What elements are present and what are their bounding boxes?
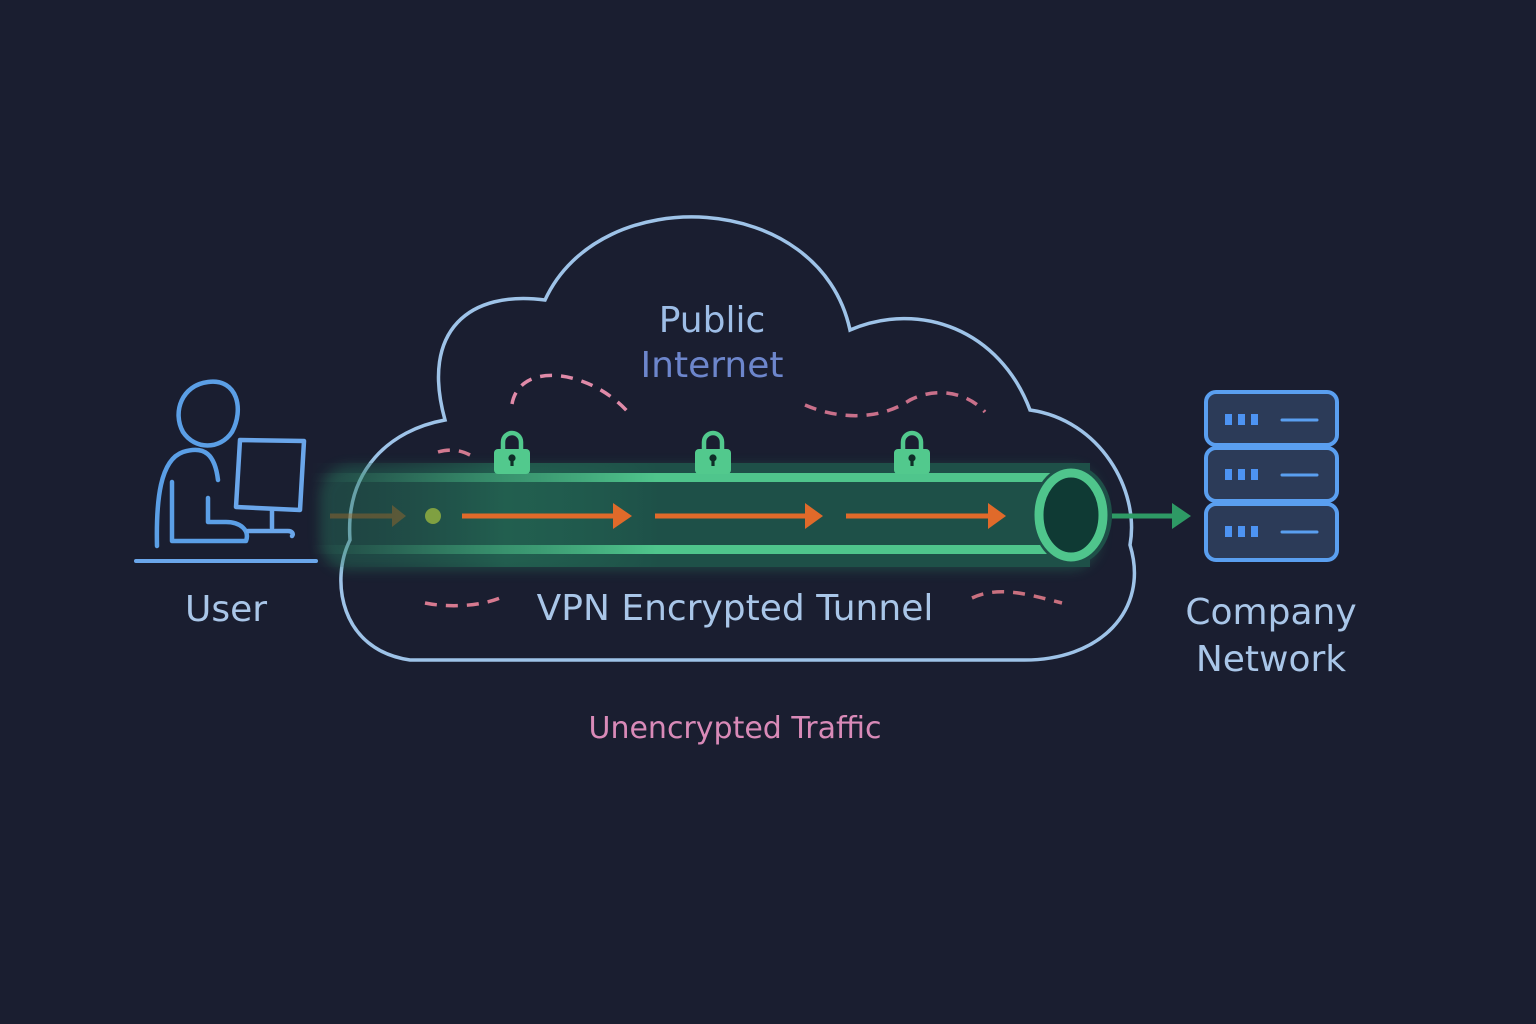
company-label-line2: Network: [1196, 639, 1346, 680]
unencrypted-path-4: [424, 596, 501, 608]
tunnel-bottom-edge: [310, 545, 1080, 554]
unencrypted-traffic-label: Unencrypted Traffic: [589, 711, 882, 746]
monitor-stand: [245, 507, 296, 539]
tunnel-opening: [1034, 468, 1108, 562]
data-arrow-1: [462, 503, 632, 529]
cloud-label-internet: Internet: [641, 345, 784, 386]
data-arrow-2: [655, 503, 823, 529]
encryption-locks: [494, 430, 930, 474]
data-packet-dot: [425, 508, 441, 524]
padlock-icon: [494, 430, 530, 474]
padlock-icon: [894, 430, 930, 474]
unencrypted-path-3: [437, 448, 471, 457]
user-head: [176, 379, 241, 448]
unencrypted-traffic-paths: [424, 373, 1063, 608]
user-torso: [169, 479, 250, 544]
user-at-computer-icon: [134, 379, 318, 563]
data-flow-arrows: [330, 503, 1006, 529]
company-label-line1: Company: [1185, 592, 1356, 633]
monitor: [233, 437, 307, 513]
server-unit-2: [1204, 446, 1339, 503]
tunnel-label: VPN Encrypted Tunnel: [537, 588, 934, 629]
cloud-label-public: Public: [659, 300, 766, 341]
data-arrow-faded: [330, 505, 406, 527]
padlock-icon: [695, 430, 731, 474]
user-body: [154, 447, 221, 549]
user-label: User: [185, 589, 267, 630]
data-arrow-3: [846, 503, 1006, 529]
server-unit-3: [1204, 502, 1339, 562]
unencrypted-path-1: [510, 373, 630, 414]
tunnel-top-edge: [310, 473, 1080, 482]
server-stack-icon: [1204, 390, 1339, 562]
unencrypted-path-2: [804, 391, 987, 418]
exit-arrow: [1112, 503, 1191, 529]
server-unit-1: [1204, 390, 1339, 447]
unencrypted-path-5: [971, 590, 1063, 605]
